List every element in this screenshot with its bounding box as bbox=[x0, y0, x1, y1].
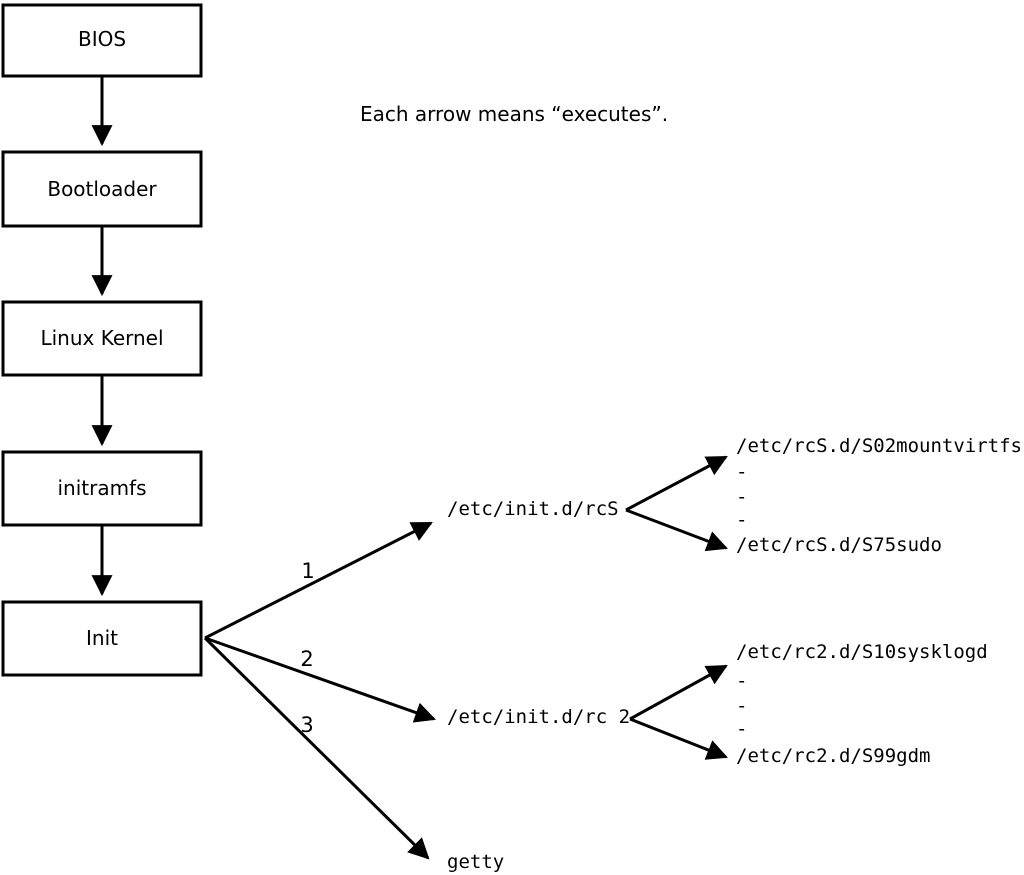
branch-3-number: 3 bbox=[300, 713, 313, 737]
rcs-first-script-path: /etc/rcS.d/S02mountvirtfs bbox=[736, 435, 1022, 457]
arrow-rcs-to-s75sudo bbox=[625, 508, 728, 552]
rc2-script-path: /etc/init.d/rc 2 bbox=[447, 706, 630, 728]
node-init-label: Init bbox=[86, 626, 118, 650]
rc2-ellipsis-dash-3: - bbox=[736, 718, 747, 740]
arrow-rc2-to-s10sysklogd bbox=[629, 664, 728, 721]
rc2-ellipsis-dash-2: - bbox=[736, 695, 747, 717]
node-init-box bbox=[1, 600, 203, 677]
rcs-ellipsis-dash-3: - bbox=[736, 509, 747, 531]
node-initramfs-box bbox=[1, 450, 203, 527]
node-bios: BIOS bbox=[1, 3, 203, 78]
node-init: Init bbox=[1, 600, 203, 677]
getty-label: getty bbox=[447, 851, 504, 873]
node-linux-kernel-box bbox=[1, 300, 203, 377]
arrow-init-to-rcs bbox=[204, 521, 433, 640]
branch-2-number: 2 bbox=[300, 647, 313, 671]
rcs-script-path: /etc/init.d/rcS bbox=[447, 498, 619, 520]
node-linux-kernel-label: Linux Kernel bbox=[40, 326, 163, 350]
rcs-ellipsis-dash-1: - bbox=[736, 461, 747, 483]
arrow-init-to-rc2 bbox=[204, 636, 436, 723]
node-bios-box bbox=[1, 3, 203, 78]
rc2-last-script-path: /etc/rc2.d/S99gdm bbox=[736, 745, 930, 767]
rcs-ellipsis-dash-2: - bbox=[736, 486, 747, 508]
rc2-ellipsis-dash-1: - bbox=[736, 670, 747, 692]
node-initramfs: initramfs bbox=[1, 450, 203, 527]
rcs-last-script-path: /etc/rcS.d/S75sudo bbox=[736, 534, 942, 556]
node-bootloader: Bootloader bbox=[1, 150, 203, 228]
rc2-first-script-path: /etc/rc2.d/S10sysklogd bbox=[736, 641, 988, 663]
arrow-init-to-getty bbox=[203, 636, 430, 860]
node-initramfs-label: initramfs bbox=[57, 476, 146, 500]
arrow-rcs-to-s02mountvirtfs bbox=[625, 455, 728, 512]
node-linux-kernel: Linux Kernel bbox=[1, 300, 203, 377]
node-bootloader-box bbox=[1, 150, 203, 228]
arrow-legend-note: Each arrow means “executes”. bbox=[360, 102, 668, 126]
node-bios-label: BIOS bbox=[78, 27, 126, 51]
node-bootloader-label: Bootloader bbox=[47, 177, 157, 201]
branch-1-number: 1 bbox=[301, 559, 314, 583]
arrow-rc2-to-s99gdm bbox=[629, 717, 728, 760]
